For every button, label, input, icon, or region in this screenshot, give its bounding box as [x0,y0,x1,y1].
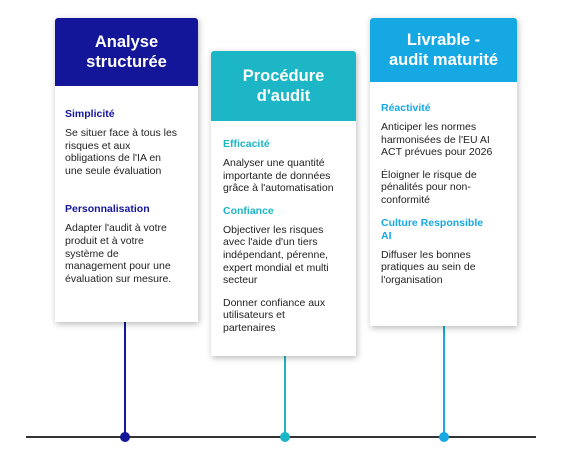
card-3-section-2-text: Diffuser les bonnes pratiques au sein de… [381,248,476,286]
card-2-section-2-text-2: Donner confiance aux utilisateurs et par… [223,296,326,334]
card-1-title: Analyse structurée [86,33,167,71]
card-analyse-structuree: Analyse structurée Simplicité Se situer … [55,18,198,322]
card-2-section-1-title: Efficacité [223,138,270,150]
card-1-connector [124,322,126,436]
card-2-section-2-title: Confiance [223,204,274,217]
card-1-section-1-title: Simplicité [65,108,115,120]
card-1-timeline-dot [120,432,130,442]
card-3-section-1-text-2: Éloigner le risque de pénalités pour non… [381,168,477,206]
card-1-body: Simplicité Se situer face à tous les ris… [65,108,195,295]
card-1-section-2-title: Personnalisation [65,203,150,216]
card-2-section-1-text: Analyser une quantité importante de donn… [223,157,334,195]
card-2-header: Procédure d'audit [211,51,356,121]
card-procedure-audit: Procédure d'audit Efficacité Analyser un… [211,51,356,356]
card-3-section-1-text-1: Anticiper les normes harmonisées de l'EU… [381,121,493,159]
card-2-title: Procédure d'audit [242,67,325,105]
card-2-body: Efficacité Analyser une quantité importa… [223,138,353,345]
card-1-section-1-text: Se situer face à tous les risques et aux… [65,127,178,177]
card-3-body: Réactivité Anticiper les normes harmonis… [381,102,514,296]
card-2-section-2-text-1: Objectiver les risques avec l'aide d'un … [223,223,329,287]
card-3-header: Livrable - audit maturité [370,18,517,82]
card-2-timeline-dot [280,432,290,442]
card-3-connector [443,326,445,436]
card-1-header: Analyse structurée [55,18,198,86]
card-1-section-2-text: Adapter l'audit à votre produit et à vot… [65,222,172,285]
card-3-section-1-title: Réactivité [381,102,431,114]
card-3-title: Livrable - audit maturité [388,31,499,69]
card-3-section-2-title: Culture Responsible AI [381,216,484,242]
card-2-connector [284,356,286,436]
card-livrable-audit-maturite: Livrable - audit maturité Réactivité Ant… [370,18,517,326]
card-3-timeline-dot [439,432,449,442]
